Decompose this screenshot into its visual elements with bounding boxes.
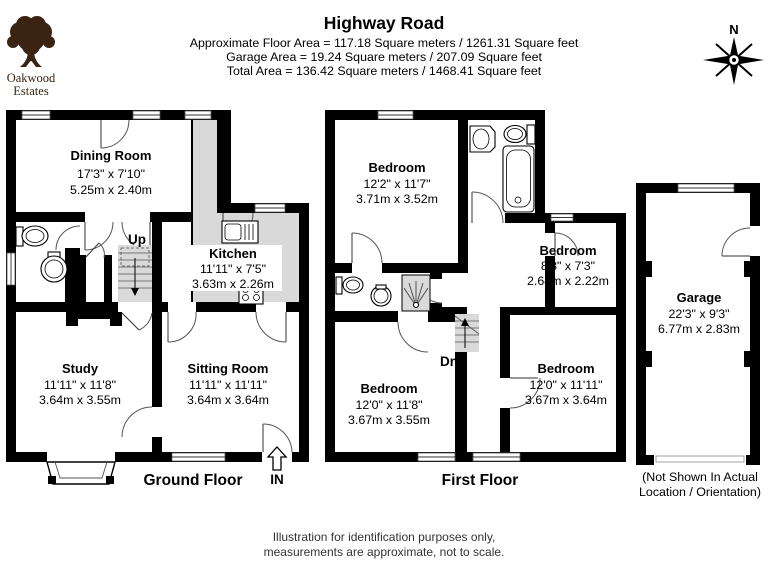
entrance-in-label: IN [270,472,284,487]
bedroom1-imperial: 12'2" x 11'7" [363,177,430,191]
page-title: Highway Road [324,13,445,33]
ground-floor-label: Ground Floor [143,472,242,489]
study-name: Study [62,361,99,376]
sitting-room-floor [162,312,299,452]
bedroom3-imperial: 12'0" x 11'8" [355,398,422,412]
first-doors [351,191,579,409]
sitting-room-metric: 3.64m x 3.64m [187,393,269,407]
shower-toilet-icon [335,276,364,295]
study-imperial: 11'11" x 11'8" [44,378,116,392]
bathroom-sink-icon [469,125,496,153]
logo-name-line1: Oakwood [7,71,56,85]
kitchen-metric: 3.63m x 2.26m [192,277,274,291]
shower-icon [401,274,431,312]
tree-icon [7,16,55,67]
bedroom3-name: Bedroom [360,381,417,396]
bedroom3-floor [335,322,455,452]
hallway-corridor-floor [193,120,217,213]
bedroom4-imperial: 12'0" x 11'11" [529,378,602,392]
bathroom-toilet-icon [503,124,536,145]
floor-area-line: Approximate Floor Area = 117.18 Square m… [190,36,579,50]
ground-windows [6,110,286,462]
bedroom1-name: Bedroom [368,160,425,175]
bedroom2-imperial: 8'8" x 7'3" [541,259,595,273]
first-floor-label: First Floor [442,472,519,489]
garage-metric: 6.77m x 2.83m [658,322,740,336]
ground-floor-plan: Dining Room 17'3" x 7'10" 5.25m x 2.40m … [6,110,309,489]
first-floor-plan: Bedroom 12'2" x 11'7" 3.71m x 3.52m Bedr… [325,110,626,489]
bedroom3-metric: 3.67m x 3.55m [348,413,430,427]
disclaimer-line2: measurements are approximate, not to sca… [264,545,505,559]
compass-rose-icon: N [703,22,764,85]
bedroom2-metric: 2.64m x 2.22m [527,274,609,288]
garage-name: Garage [677,290,722,305]
garage-door [654,455,746,465]
garage-pilasters [646,261,750,367]
study-floor [16,312,152,452]
garage-plan: Garage 22'3" x 9'3" 6.77m x 2.83m (Not S… [636,183,761,499]
dining-room-name: Dining Room [71,148,152,163]
kitchen-name: Kitchen [209,246,257,261]
dining-room-imperial: 17'3" x 7'10" [77,167,145,181]
bedroom1-metric: 3.71m x 3.52m [356,192,438,206]
wc-toilet-icon [15,225,49,247]
kitchen-sink-icon [221,220,259,244]
kitchen-label-bg [184,245,282,291]
stairs-down-label: Dn [440,354,458,369]
dining-room-floor [16,120,191,212]
shower-sink-icon [370,284,392,307]
dining-room-metric: 5.25m x 2.40m [70,183,152,197]
compass-north-label: N [729,22,738,37]
sitting-room-name: Sitting Room [188,361,269,376]
study-metric: 3.64m x 3.55m [39,393,121,407]
sitting-room-imperial: 11'11" x 11'11" [189,378,267,392]
disclaimer-line1: Illustration for identification purposes… [273,530,496,544]
stairs-up [118,245,152,302]
bedroom2-name: Bedroom [539,243,596,258]
footer-disclaimer: Illustration for identification purposes… [264,530,505,559]
wc-sink-icon [40,251,68,283]
bay-window [46,461,116,485]
bathtub-icon [502,145,535,213]
bedroom2-floor [555,223,616,307]
logo-name-line2: Estates [13,84,49,98]
entrance-arrow-icon [266,446,288,471]
stairs-down [454,314,480,352]
total-area-line: Total Area = 136.42 Square meters / 1468… [227,64,542,78]
first-windows [377,110,574,462]
garage-area-line: Garage Area = 19.24 Square meters / 207.… [226,50,542,64]
agency-logo: Oakwood Estates [7,16,56,98]
stairs-up-label: Up [128,232,146,247]
bedroom4-metric: 3.67m x 3.64m [525,393,607,407]
kitchen-imperial: 11'11" x 7'5" [200,262,266,276]
garage-note-line1: (Not Shown In Actual [642,470,758,484]
ground-interior-walls [65,212,162,326]
garage-floor [646,193,750,455]
bedroom4-name: Bedroom [537,361,594,376]
garage-note-line2: Location / Orientation) [639,485,761,499]
header: Highway Road Approximate Floor Area = 11… [190,13,579,78]
garage-imperial: 22'3" x 9'3" [668,307,729,321]
bedroom4-floor [510,315,616,452]
